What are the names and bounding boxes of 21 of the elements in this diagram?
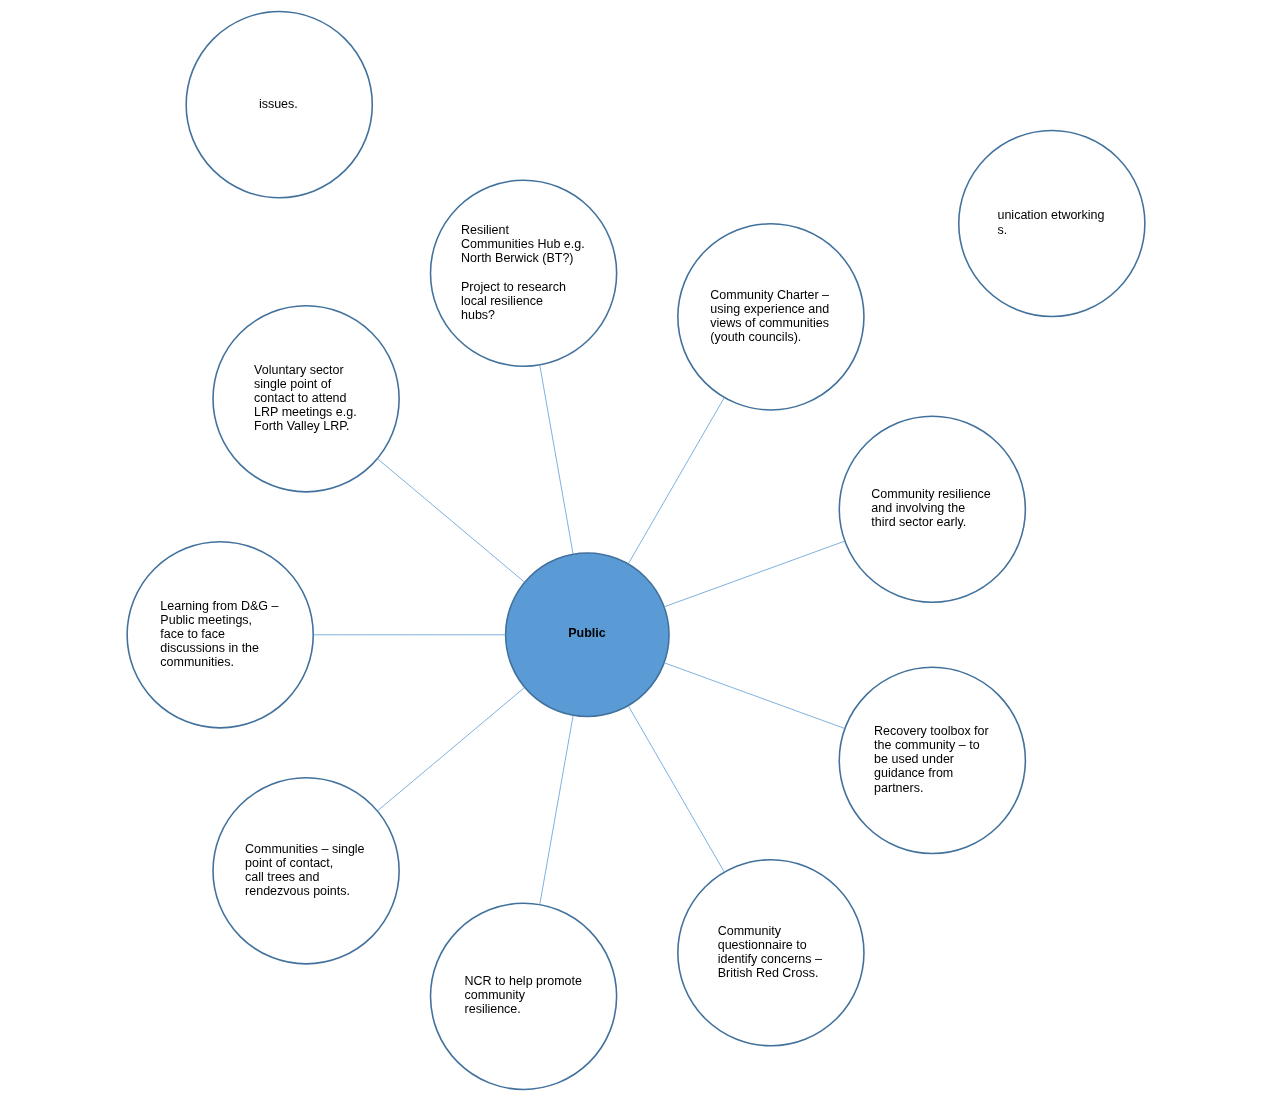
- connector: [313, 634, 506, 636]
- connector: [377, 687, 525, 812]
- node-circle: unication etworking s.: [958, 129, 1146, 318]
- connector: [539, 364, 574, 555]
- node-circle: Community questionnaire to identify concerns – British Red Cross.: [677, 858, 865, 1047]
- node-circle: Community resilience and involving the third sector early.: [838, 415, 1027, 604]
- node-circle: Community Charter – using experience and views of communities (youth councils).: [677, 223, 865, 411]
- node-circle: Communities – single point of contact, call trees and rendezvous points.: [212, 776, 400, 965]
- node-circle: NCR to help promote community resilience.: [429, 902, 618, 1091]
- node-circle: issues.: [185, 10, 374, 199]
- node-circle: Recovery toolbox for the community – to be used under guidance from partners.: [838, 666, 1027, 855]
- connector: [627, 397, 725, 565]
- node-circle: Voluntary sector single point of contact to attend LRP meetings e.g. Forth Valley LRP.: [212, 305, 400, 493]
- connector: [663, 540, 845, 608]
- connector: [377, 458, 525, 583]
- connector: [539, 715, 574, 905]
- node-circle: Resilient Communities Hub e.g. North Berwick (BT?) Project to research local resilience hubs?: [429, 179, 618, 368]
- connector: [627, 705, 725, 873]
- node-circle: Learning from D&G – Public meetings, face to face discussions in the communities.: [126, 540, 314, 729]
- node-circle: Public: [504, 552, 670, 718]
- connector: [663, 662, 845, 729]
